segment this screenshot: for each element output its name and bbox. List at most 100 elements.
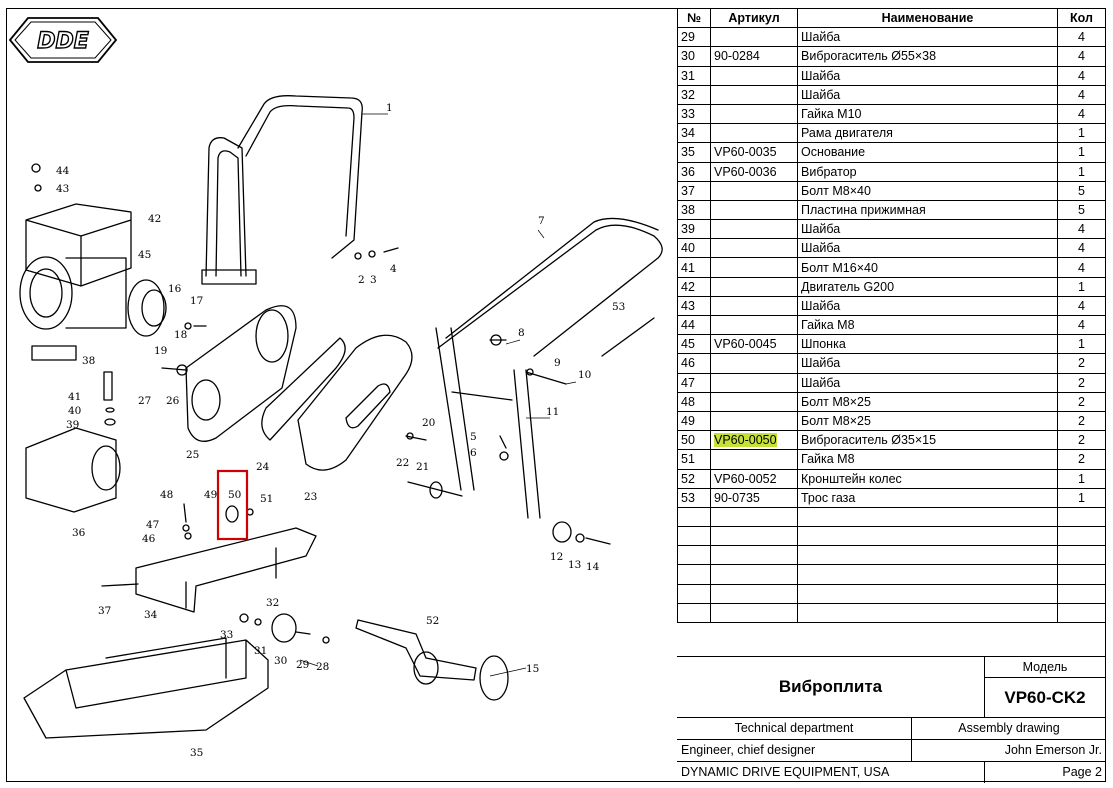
cell-name: Виброгаситель Ø55×38 bbox=[797, 46, 1058, 67]
cell-no: 40 bbox=[677, 238, 711, 259]
part-handle-frame bbox=[205, 137, 247, 277]
empty-cell bbox=[1057, 506, 1106, 528]
callout-48: 48 bbox=[160, 489, 173, 501]
empty-row bbox=[677, 583, 1106, 604]
part-engine-frame bbox=[135, 527, 317, 613]
cell-name: Кронштейн колес bbox=[797, 468, 1058, 489]
cell-name: Болт М8×25 bbox=[797, 391, 1058, 412]
callout-13: 13 bbox=[568, 559, 581, 571]
cell-qty: 4 bbox=[1057, 84, 1106, 105]
cell-article bbox=[710, 219, 798, 240]
cell-article: VP60-0036 bbox=[710, 161, 798, 182]
cell-qty: 1 bbox=[1057, 276, 1106, 297]
empty-cell bbox=[797, 583, 1058, 604]
cell-article bbox=[710, 199, 798, 221]
cell-name: Шайба bbox=[797, 372, 1058, 393]
cell-article bbox=[710, 103, 798, 125]
empty-cell bbox=[797, 545, 1058, 566]
cell-qty: 4 bbox=[1057, 103, 1106, 125]
dde-logo: DDE bbox=[8, 17, 118, 63]
cell-no: 44 bbox=[677, 314, 711, 336]
cell-no: 46 bbox=[677, 353, 711, 374]
title-block: Модель Виброплита VP60-CK2 Technical dep… bbox=[677, 656, 1106, 783]
empty-row bbox=[677, 564, 1106, 585]
callout-4: 4 bbox=[390, 263, 397, 275]
cell-qty: 2 bbox=[1057, 372, 1106, 393]
cell-qty: 1 bbox=[1057, 161, 1106, 182]
cell-qty: 4 bbox=[1057, 46, 1106, 67]
empty-cell bbox=[677, 526, 711, 547]
cell-name: Двигатель G200 bbox=[797, 276, 1058, 297]
empty-cell bbox=[677, 583, 711, 604]
callout-21: 21 bbox=[416, 461, 429, 473]
cell-name: Трос газа bbox=[797, 487, 1058, 508]
callout-26: 26 bbox=[166, 395, 180, 407]
company-name: DYNAMIC DRIVE EQUIPMENT, USA bbox=[681, 765, 890, 779]
callout-45: 45 bbox=[138, 249, 151, 261]
callout-10: 10 bbox=[578, 369, 591, 381]
cell-no: 48 bbox=[677, 391, 711, 412]
empty-row bbox=[677, 506, 1106, 528]
callout-29: 29 bbox=[296, 659, 309, 671]
cell-name: Пластина прижимная bbox=[797, 199, 1058, 221]
empty-cell bbox=[797, 564, 1058, 585]
cell-article: 90-0735 bbox=[710, 487, 798, 508]
cell-qty: 2 bbox=[1057, 391, 1106, 412]
selection-box-part-50 bbox=[216, 469, 249, 541]
header-article: Артикул bbox=[710, 7, 798, 29]
highlighted-article: VP60-0050 bbox=[714, 433, 777, 448]
cell-qty: 4 bbox=[1057, 219, 1106, 240]
cell-qty: 4 bbox=[1057, 27, 1106, 48]
header-qty: Кол bbox=[1057, 7, 1106, 29]
callout-25: 25 bbox=[186, 449, 199, 461]
callout-31: 31 bbox=[254, 645, 267, 657]
cell-article: VP60-0052 bbox=[710, 468, 798, 489]
cell-no: 42 bbox=[677, 276, 711, 297]
empty-cell bbox=[797, 506, 1058, 528]
callout-53: 53 bbox=[612, 301, 625, 313]
empty-cell bbox=[1057, 602, 1106, 624]
cell-no: 43 bbox=[677, 295, 711, 317]
empty-cell bbox=[797, 526, 1058, 547]
cell-article bbox=[710, 276, 798, 297]
callout-30: 30 bbox=[274, 655, 287, 667]
cell-article bbox=[710, 449, 798, 470]
cell-name: Шайба bbox=[797, 219, 1058, 240]
part-wheel-bracket bbox=[355, 619, 477, 681]
empty-cell bbox=[710, 564, 798, 585]
sheet-frame bbox=[6, 8, 1106, 782]
callout-2: 2 bbox=[358, 274, 365, 286]
cell-qty: 1 bbox=[1057, 123, 1106, 144]
cell-article: 90-0284 bbox=[710, 46, 798, 67]
cell-name: Шайба bbox=[797, 295, 1058, 317]
cell-article bbox=[710, 180, 798, 201]
part-engine bbox=[25, 203, 132, 287]
part-operator-handle bbox=[437, 217, 663, 357]
cell-name: Шайба bbox=[797, 238, 1058, 259]
callout-6: 6 bbox=[470, 447, 477, 459]
cell-qty: 2 bbox=[1057, 449, 1106, 470]
part-handle-bar bbox=[237, 95, 363, 259]
callout-17: 17 bbox=[190, 295, 203, 307]
cell-name: Болт М8×40 bbox=[797, 180, 1058, 201]
cell-no: 41 bbox=[677, 257, 711, 278]
empty-cell bbox=[797, 602, 1058, 624]
part-belt-guard-plate bbox=[185, 305, 297, 442]
cell-no: 29 bbox=[677, 27, 711, 48]
callout-23: 23 bbox=[304, 491, 317, 503]
empty-cell bbox=[710, 602, 798, 624]
callout-12: 12 bbox=[550, 551, 563, 563]
callout-33: 33 bbox=[220, 629, 233, 641]
assembly-drawing: 1 2 3 4 5 6 7 8 9 10 11 12 13 14 15 16 1… bbox=[19, 95, 663, 759]
callout-27: 27 bbox=[138, 395, 151, 407]
cell-name: Шайба bbox=[797, 27, 1058, 48]
callout-44: 44 bbox=[56, 165, 70, 177]
callout-24: 24 bbox=[256, 461, 270, 473]
